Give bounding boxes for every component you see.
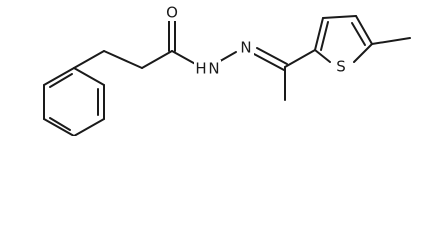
bond-th-3: [355, 15, 373, 45]
atom-labels: O H N N S: [163, 4, 349, 78]
bond-c-thiophene: [284, 49, 316, 68]
bond-th-methyl: [371, 37, 411, 45]
bond-ph-ch2: [73, 50, 105, 69]
bond-th-4: [353, 43, 373, 63]
bond-th-5: [314, 49, 331, 63]
bond-th-1: [314, 17, 324, 51]
bond-ring-inner-2: [49, 117, 71, 131]
oxygen-label: O: [166, 4, 178, 22]
imine-n-label: N: [240, 39, 251, 57]
bond-ch2-co: [141, 50, 173, 69]
thiophene-ring: [314, 15, 411, 63]
bond-n-c-a: [253, 53, 285, 71]
bond-ring-3: [73, 118, 105, 136]
hydrazone-group: [214, 47, 316, 101]
bond-ch2-ch2: [103, 50, 143, 69]
sulfur-label: S: [336, 58, 346, 76]
amide-h-label: H: [195, 60, 206, 78]
phenyl-ring: [43, 67, 105, 136]
bond-ring-4: [43, 118, 75, 136]
bond-ring-6: [43, 67, 75, 86]
bond-ring-1: [73, 67, 105, 86]
bond-th-2: [322, 15, 357, 19]
amide-n-label: N: [208, 60, 219, 78]
bond-th-1-inner: [320, 21, 329, 51]
bond-n-c-b: [256, 47, 288, 65]
propanoyl-chain: [73, 19, 200, 69]
chemical-structure-diagram: O H N N S: [43, 4, 411, 136]
bond-ring-inner-3: [49, 73, 73, 88]
bond-th-3-inner: [351, 22, 366, 46]
